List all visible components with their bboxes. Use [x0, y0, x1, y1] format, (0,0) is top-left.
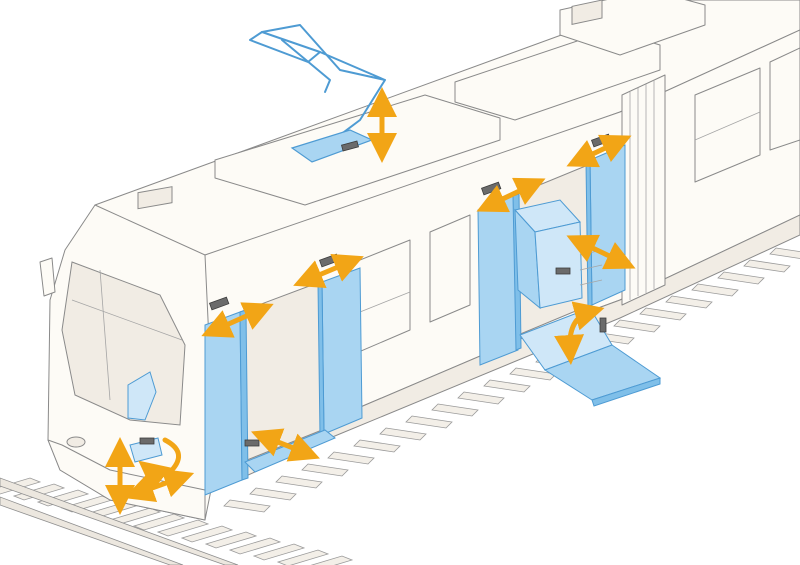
track-tie — [769, 247, 800, 259]
track-tie — [379, 427, 427, 441]
track-tie — [310, 555, 354, 565]
track-tie — [252, 543, 306, 561]
side-window-4 — [769, 47, 800, 151]
track-rail-far — [0, 496, 184, 565]
pantograph-actuator — [341, 140, 359, 152]
track-tie — [639, 307, 687, 321]
track-ties — [0, 247, 800, 565]
cab-windshield — [61, 261, 186, 426]
side-window-3 — [694, 67, 761, 183]
coupler-diagonal-arrow — [123, 468, 195, 503]
track-tie — [717, 271, 765, 285]
middle-right-door-slide-arrow — [566, 134, 632, 168]
track-tie — [156, 519, 210, 537]
track-tie — [457, 391, 505, 405]
track-tie — [743, 259, 791, 273]
track-tie — [180, 525, 234, 543]
roof-equipment-front — [214, 94, 501, 206]
rear-door-slide-arrow — [293, 253, 364, 289]
pantograph — [249, 24, 386, 163]
track-tie — [353, 439, 401, 453]
track-tie — [327, 451, 375, 465]
track-tie — [301, 463, 349, 477]
actuator-wheelchair-ramp — [599, 317, 607, 333]
track-tie — [228, 537, 282, 555]
track-tie — [691, 283, 739, 297]
middle-left-door-slide-arrow — [476, 177, 546, 213]
front-door-slide-arrow — [201, 302, 274, 338]
track-tie — [223, 499, 271, 513]
track-rail-near — [0, 477, 239, 565]
cabinet-slide-arrow — [566, 234, 636, 270]
motion-arrows — [105, 87, 636, 515]
track-tie — [665, 295, 713, 309]
ramp-slide-arrow — [251, 428, 320, 462]
vent-grille-front — [137, 186, 173, 210]
side-window-2 — [429, 214, 471, 323]
track-tie — [249, 487, 297, 501]
middle-left-door — [477, 194, 519, 366]
track-tie — [483, 379, 531, 393]
actuator-ramp — [244, 439, 260, 447]
track-tie — [431, 403, 479, 417]
track-tie — [405, 415, 453, 429]
track-tie — [613, 319, 661, 333]
front-left-door — [204, 311, 243, 496]
track-tie — [204, 531, 258, 549]
vent-grille-rear — [571, 0, 603, 26]
wheelchair-ramp-fold-arrow — [554, 301, 605, 365]
front-door-opening — [239, 281, 323, 463]
articulation-bellows — [621, 74, 666, 306]
headlight — [66, 436, 86, 448]
rear-left-door — [321, 267, 363, 435]
track-tie — [509, 367, 557, 381]
actuator-coupler — [139, 437, 155, 445]
track-tie — [132, 513, 186, 531]
driver-seat — [127, 371, 157, 421]
track — [0, 247, 800, 565]
side-mirror — [39, 257, 56, 297]
middle-right-door — [589, 144, 626, 306]
track-tie — [275, 475, 323, 489]
